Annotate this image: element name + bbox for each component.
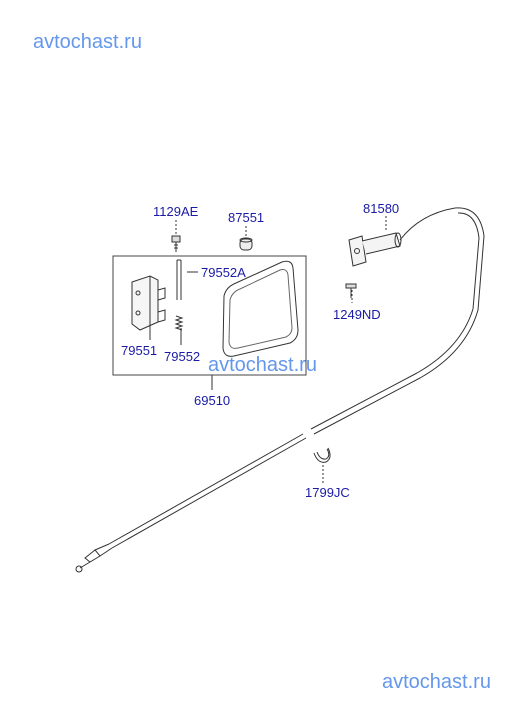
spring-79552 <box>174 315 184 331</box>
assembly-box <box>112 255 307 376</box>
release-cable <box>75 207 485 573</box>
hinge-bracket-79551 <box>131 275 166 331</box>
part-label-1799JC: 1799JC <box>305 485 350 500</box>
screw-1249ND <box>345 283 357 298</box>
part-label-1249ND: 1249ND <box>333 307 381 322</box>
lever-81580 <box>348 207 456 267</box>
part-label-81580: 81580 <box>363 201 400 216</box>
part-label-1129AE: 1129AE <box>153 204 199 219</box>
watermark-top: avtochast.ru <box>33 31 142 53</box>
watermark-middle: avtochast.ru <box>208 354 317 376</box>
clip-1799JC <box>313 447 331 463</box>
part-label-79551: 79551 <box>121 343 158 358</box>
part-label-79552A: 79552A <box>201 265 246 280</box>
bumper-87551 <box>239 237 253 251</box>
rod-79552A <box>176 259 182 300</box>
bolt-1129AE <box>171 235 181 252</box>
watermark-bottom: avtochast.ru <box>382 671 491 693</box>
part-label-69510: 69510 <box>194 393 231 408</box>
fuel-door-panel <box>222 260 299 357</box>
part-label-79552: 79552 <box>164 349 201 364</box>
part-label-87551: 87551 <box>228 210 265 225</box>
